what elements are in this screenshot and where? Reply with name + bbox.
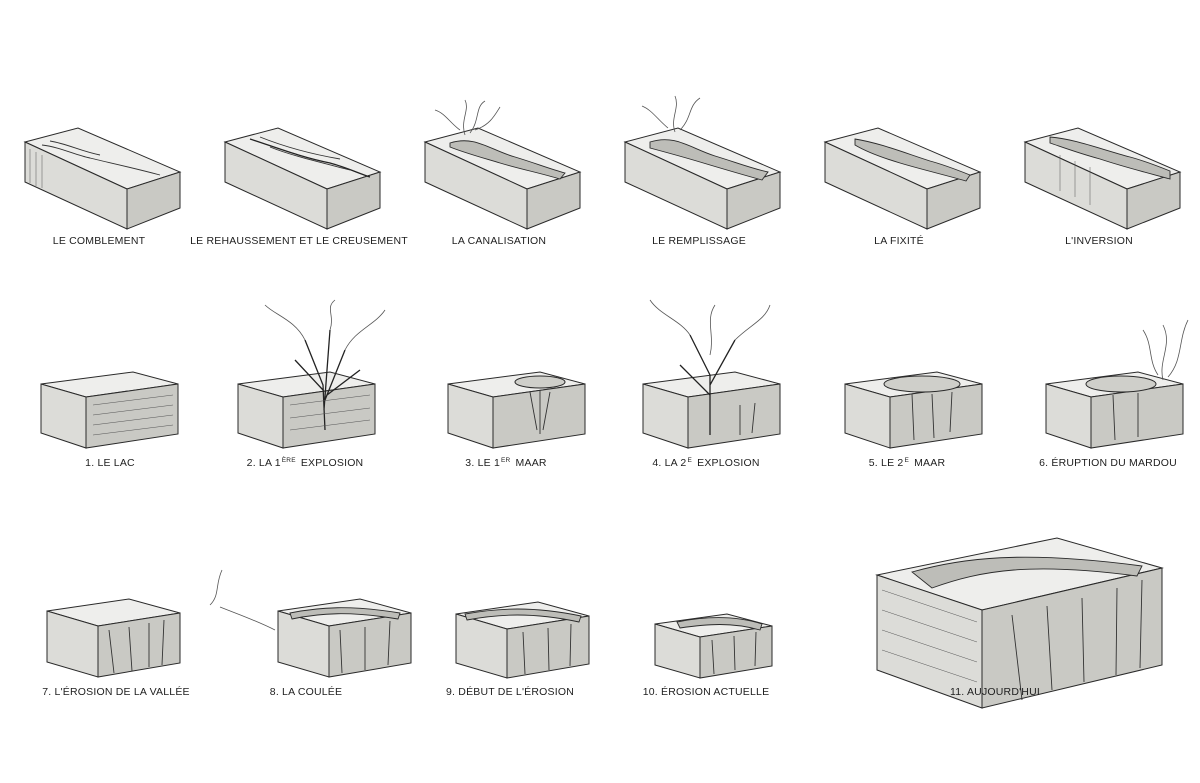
caption-2e-explosion: 4. LA 2E EXPLOSION: [652, 457, 760, 469]
block-diagram-eruption-mardou: [1045, 319, 1189, 449]
block-diagram-lac: [40, 371, 179, 449]
smoke-plume: [434, 99, 501, 136]
caption-aujourdhui: 11. AUJOURD'HUI: [950, 686, 1040, 698]
smoke-plume: [641, 95, 701, 133]
panel-le-lac: [38, 370, 183, 450]
crater: [1085, 375, 1157, 393]
caption-remplissage: LE REMPLISSAGE: [652, 235, 746, 247]
caption-le-lac: 1. LE LAC: [85, 457, 135, 469]
panel-canalisation: [420, 95, 590, 230]
panel-le-comblement: [20, 125, 185, 230]
panel-eruption-mardou: [1043, 305, 1193, 450]
panel-remplissage: [620, 90, 790, 230]
explosion-plume: [679, 334, 736, 435]
block-diagram-la-coulee: [209, 569, 412, 678]
panel-inversion: [1020, 125, 1185, 230]
block-diagram-debut-erosion: [455, 601, 590, 679]
caption-le-comblement: LE COMBLEMENT: [52, 235, 146, 247]
caption-eruption-mardou: 6. ÉRUPTION DU MARDOU: [1039, 457, 1177, 469]
block-diagram-fixite: [823, 127, 982, 230]
lava-flow: [289, 607, 401, 620]
caption-1er-maar: 3. LE 1ER MAAR: [465, 457, 547, 469]
crater: [883, 375, 961, 393]
block-diagram-erosion-vallee: [46, 598, 181, 678]
caption-fixite: LA FIXITÉ: [874, 235, 924, 247]
caption-erosion-vallee: 7. L'ÉROSION DE LA VALLÉE: [42, 686, 190, 698]
crater: [514, 375, 566, 389]
panel-1ere-explosion: [235, 299, 390, 450]
panel-erosion-actuelle: [652, 612, 777, 680]
caption-debut-erosion: 9. DÉBUT DE L'ÉROSION: [446, 686, 574, 698]
block-diagram-1er-maar: [447, 371, 586, 449]
block-diagram-inversion: [1023, 127, 1182, 230]
basalt-plateau: [911, 556, 1143, 589]
panel-2e-maar: [842, 370, 987, 450]
panel-rehaussement: [220, 125, 385, 230]
smoke-plume: [1142, 319, 1189, 381]
block-diagram-1ere-explosion: [237, 299, 386, 449]
block-diagram-comblement: [23, 127, 182, 230]
block-diagram-remplissage: [623, 95, 782, 230]
block-diagram-2e-explosion: [642, 299, 781, 449]
caption-inversion: L'INVERSION: [1065, 235, 1133, 247]
caption-la-coulee: 8. LA COULÉE: [269, 686, 343, 698]
panel-debut-erosion: [453, 600, 593, 680]
explosion-plume: [294, 329, 361, 431]
panel-fixite: [820, 125, 985, 230]
block-diagram-aujourdhui: [875, 537, 1164, 709]
caption-1ere-explosion: 2. LA 1ÈRE EXPLOSION: [246, 457, 364, 469]
panel-erosion-vallee: [44, 595, 184, 680]
caption-canalisation: LA CANALISATION: [451, 235, 547, 247]
panel-1er-maar: [445, 370, 590, 450]
smoke-plume: [209, 569, 276, 631]
panel-2e-explosion: [640, 295, 790, 450]
caption-rehaussement: LE REHAUSSEMENT ET LE CREUSEMENT: [190, 235, 408, 247]
block-diagram-canalisation: [423, 99, 582, 230]
block-diagram-2e-maar: [844, 371, 983, 449]
caption-erosion-actuelle: 10. ÉROSION ACTUELLE: [642, 686, 770, 698]
caption-2e-maar: 5. LE 2E MAAR: [868, 457, 946, 469]
panel-aujourdhui: [872, 530, 1167, 710]
block-diagram-rehaussement: [223, 127, 382, 230]
block-diagram-erosion-actuelle: [654, 613, 773, 679]
panel-la-coulee: [200, 565, 415, 680]
